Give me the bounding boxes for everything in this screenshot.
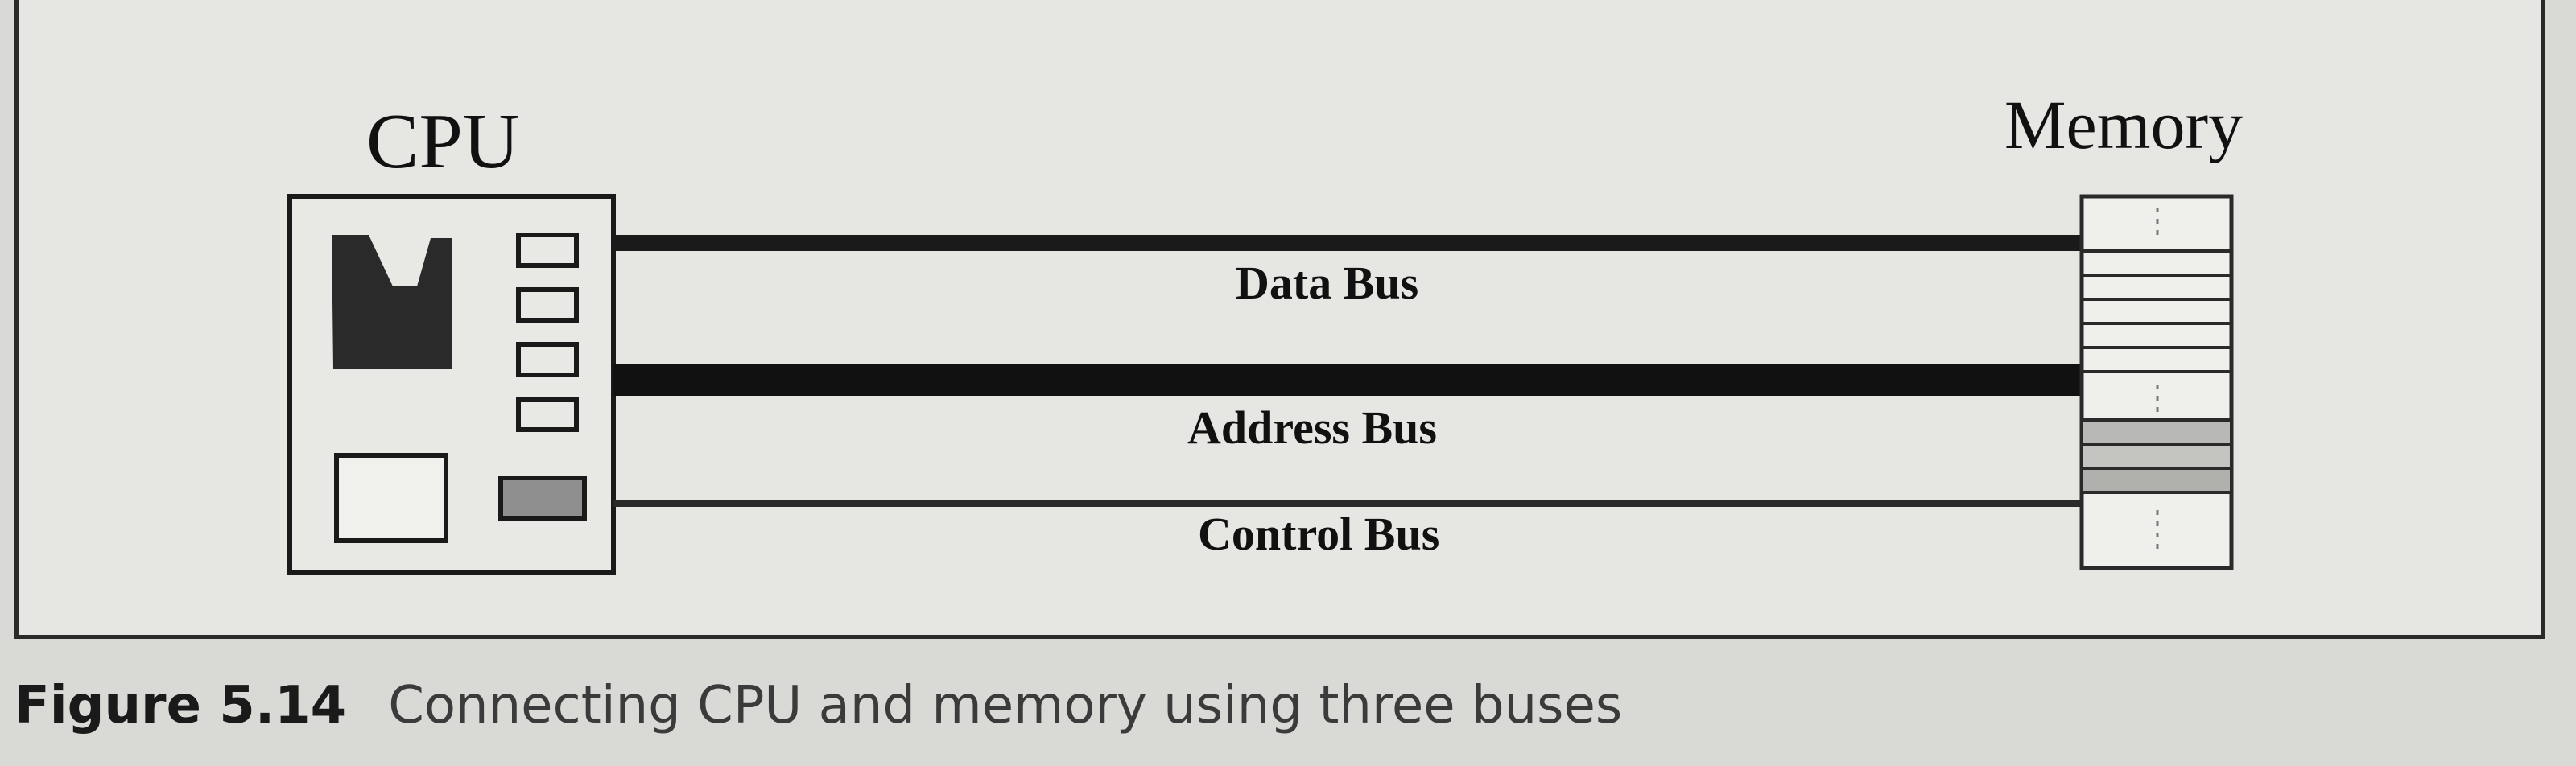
control-unit bbox=[334, 453, 448, 543]
caption-number: Figure 5.14 bbox=[14, 676, 347, 735]
control-bus-label: Control Bus bbox=[1198, 508, 1440, 560]
caption-text: Connecting CPU and memory using three bu… bbox=[388, 676, 1623, 735]
control-register bbox=[498, 476, 587, 521]
address-bus-label: Address Bus bbox=[1187, 402, 1437, 454]
cpu-label: CPU bbox=[366, 98, 520, 185]
register-3 bbox=[516, 342, 579, 377]
register-4 bbox=[516, 397, 579, 432]
data-bus-label: Data Bus bbox=[1236, 257, 1419, 309]
register-2 bbox=[516, 287, 579, 323]
alu-shape bbox=[332, 235, 452, 369]
memory-label: Memory bbox=[2004, 86, 2244, 163]
register-1 bbox=[516, 233, 579, 268]
figure-caption: Figure 5.14 Connecting CPU and memory usi… bbox=[14, 676, 1622, 735]
memory-block bbox=[2079, 194, 2234, 570]
cpu-block bbox=[287, 194, 616, 575]
